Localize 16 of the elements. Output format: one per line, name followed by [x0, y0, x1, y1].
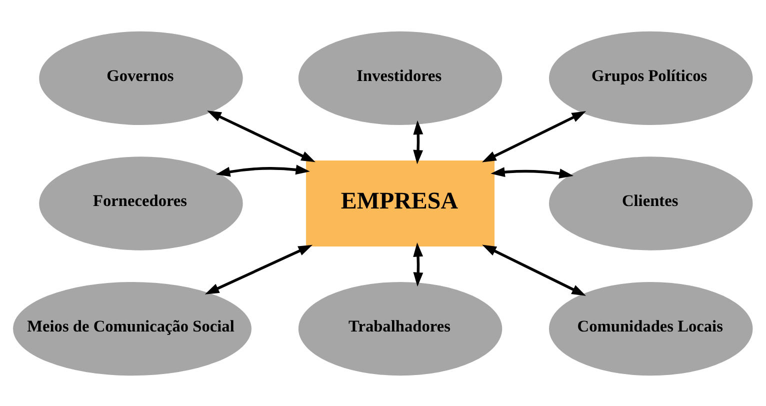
node-ellipse: Clientes	[549, 156, 753, 250]
arrow	[204, 244, 313, 294]
node-ellipse: Fornecedores	[39, 156, 243, 250]
arrow	[413, 120, 424, 164]
arrow	[482, 244, 586, 296]
node-ellipse: Grupos Políticos	[549, 30, 753, 125]
arrow	[216, 164, 310, 176]
arrow	[207, 110, 316, 162]
node-ellipse: Trabalhadores	[298, 281, 502, 376]
arrow	[490, 166, 574, 178]
node-box: EMPRESA	[306, 160, 495, 246]
node-ellipse: Investidores	[298, 30, 502, 125]
arrow	[482, 110, 586, 162]
node-ellipse: Comunidades Locais	[549, 281, 753, 376]
node-ellipse: Governos	[39, 30, 243, 125]
arrow	[413, 242, 424, 286]
